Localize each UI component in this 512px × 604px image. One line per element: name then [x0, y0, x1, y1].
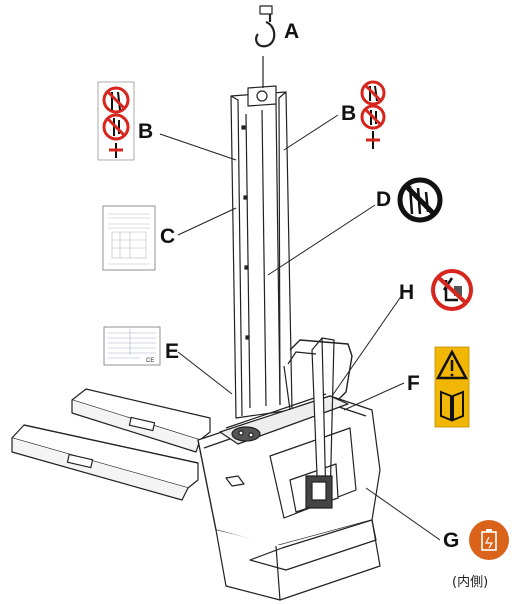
no-passenger-icon	[102, 86, 130, 114]
callout-label-f: F	[407, 372, 420, 395]
callout-label-d: D	[376, 188, 392, 211]
battery-icon	[469, 520, 509, 560]
sign-f-warning	[434, 346, 470, 428]
read-manual-icon	[440, 390, 464, 422]
no-standing-under-load-icon	[102, 113, 130, 141]
callout-label-a: A	[284, 20, 300, 43]
callout-label-e: E	[165, 340, 180, 363]
callout-label-b-left: B	[138, 120, 154, 143]
tiller-handle	[283, 337, 353, 509]
no-riding-on-forks-icon	[366, 131, 380, 149]
no-passenger-icon	[360, 80, 386, 106]
callout-label-h: H	[399, 281, 415, 304]
mast	[230, 85, 293, 419]
leader-lines	[159, 114, 441, 541]
sign-e-name-plate: CE	[103, 326, 161, 366]
callout-label-g: G	[443, 529, 460, 552]
callout-label-b-right: B	[341, 102, 357, 125]
fork-left	[11, 424, 199, 501]
forklift-drawing	[11, 5, 381, 601]
no-riding-on-forks-icon	[109, 143, 123, 158]
no-riding-on-forks-icon	[431, 269, 473, 311]
sign-c-load-plate	[102, 205, 156, 271]
chassis	[197, 393, 381, 601]
hook-icon	[255, 5, 276, 88]
callout-label-c: C	[160, 225, 176, 248]
no-standing-under-load-icon	[397, 177, 443, 223]
fork-right	[71, 388, 211, 453]
no-standing-under-load-icon	[360, 104, 386, 130]
svg-text:CE: CE	[146, 358, 154, 364]
battery-inside-note: (内側)	[452, 575, 489, 590]
sign-b-left	[97, 81, 135, 161]
sign-b-right	[360, 80, 386, 149]
warning-triangle-icon	[435, 349, 469, 380]
